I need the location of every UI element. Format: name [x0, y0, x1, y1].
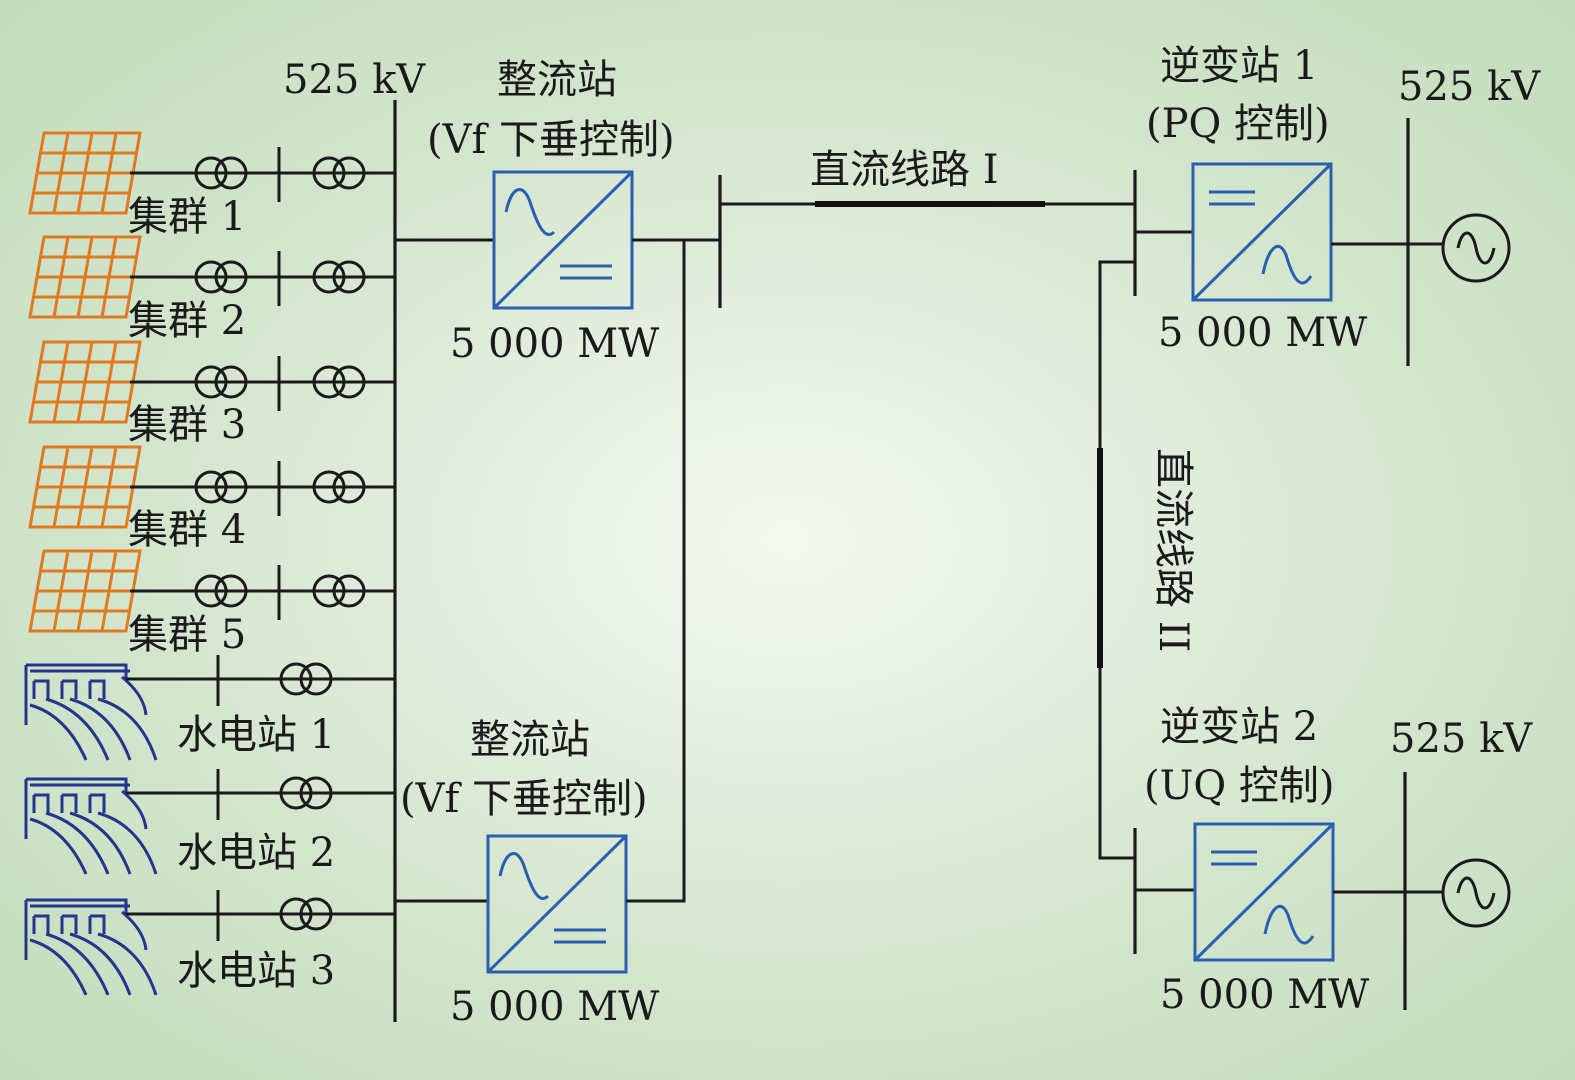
- dc-line-2-label: 直流线路 II: [1150, 448, 1196, 652]
- transformer-icon: [194, 470, 228, 504]
- inverter2-rating: 5 000 MW: [1160, 972, 1369, 1018]
- cluster-label: 集群 2: [128, 298, 246, 344]
- inverter1-control: (PQ 控制): [1146, 101, 1330, 147]
- inverter1-name: 逆变站 1: [1160, 43, 1318, 89]
- transformer-icon: [279, 897, 313, 931]
- hydro-station-1: [24, 655, 395, 762]
- inverter1-rating: 5 000 MW: [1158, 310, 1367, 356]
- transformer-icon: [312, 470, 346, 504]
- solar-panel-icon: [28, 340, 142, 424]
- solar-panel-icon: [28, 445, 142, 529]
- pv-cluster-2: [28, 235, 395, 319]
- cluster-label: 集群 3: [128, 402, 246, 448]
- solar-panel-icon: [28, 131, 142, 215]
- transformer-icon: [312, 365, 346, 399]
- transformer-icon: [279, 662, 313, 696]
- transformer-icon: [279, 776, 313, 810]
- rectifier-bottom-control: (Vf 下垂控制): [400, 776, 648, 822]
- pv-cluster-3: [28, 340, 395, 424]
- transformer-icon: [194, 574, 228, 608]
- transformer-icon: [312, 156, 346, 190]
- rectifier-top-converter-icon: [492, 170, 634, 310]
- cluster-label: 集群 5: [128, 612, 246, 658]
- inverter2-control: (UQ 控制): [1144, 763, 1334, 809]
- hydro-station-3: [24, 890, 395, 997]
- hydro-label: 水电站 2: [177, 830, 335, 876]
- transformer-icon: [312, 574, 346, 608]
- cluster-label: 集群 4: [128, 507, 246, 553]
- hydro-label: 水电站 1: [177, 712, 335, 758]
- transformer-icon: [194, 365, 228, 399]
- transformer-icon: [194, 260, 228, 294]
- rectifier-bottom-converter-icon: [486, 834, 628, 974]
- rectifier-top-name: 整流站: [497, 57, 617, 103]
- inverter2-name: 逆变站 2: [1160, 704, 1318, 750]
- inverter1-bus-voltage: 525 kV: [1398, 64, 1541, 110]
- inverter1-converter-icon: [1191, 162, 1333, 302]
- cluster-label: 集群 1: [128, 194, 246, 240]
- rectifier-bottom-name: 整流站: [470, 717, 590, 763]
- transformer-icon: [312, 260, 346, 294]
- hydro-label: 水电站 3: [177, 948, 335, 994]
- inverter2-bus-voltage: 525 kV: [1390, 716, 1533, 762]
- hydro-station-2: [24, 769, 395, 876]
- transformer-icon: [194, 156, 228, 190]
- pv-cluster-5: [28, 549, 395, 633]
- ac-source-icon: [1441, 213, 1511, 283]
- solar-panel-icon: [28, 549, 142, 633]
- dc-line-1-label: 直流线路 I: [810, 147, 999, 193]
- ac-source-icon: [1441, 858, 1511, 928]
- solar-panel-icon: [28, 235, 142, 319]
- rectifier-top-rating: 5 000 MW: [450, 321, 659, 367]
- rectifier-bottom-rating: 5 000 MW: [450, 984, 659, 1030]
- pv-cluster-1: [28, 131, 395, 215]
- rectifier-top-control: (Vf 下垂控制): [427, 117, 675, 163]
- inverter2-converter-icon: [1193, 822, 1335, 962]
- bus-voltage-label: 525 kV: [283, 57, 426, 103]
- pv-cluster-4: [28, 445, 395, 529]
